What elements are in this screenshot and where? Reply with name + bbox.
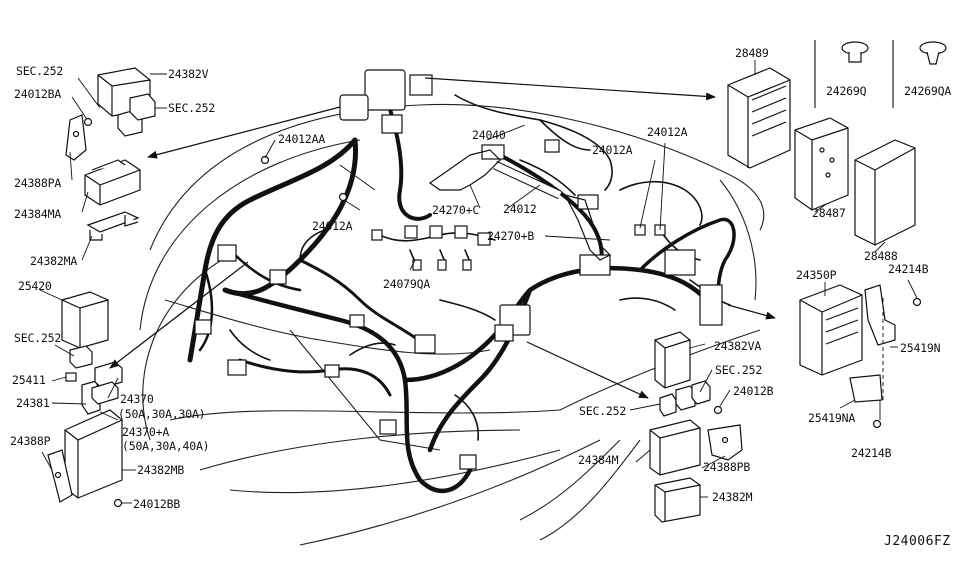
- label-24012bb: 24012BB: [133, 497, 181, 511]
- label-sec252-center-left: SEC.252: [579, 404, 627, 418]
- label-24214b-bottom: 24214B: [851, 446, 892, 460]
- label-24370a-amps: (50A,30A,40A): [122, 439, 210, 453]
- label-24384m: 24384M: [578, 453, 619, 467]
- label-24382mb: 24382MB: [137, 463, 185, 477]
- bolts: [260, 155, 348, 202]
- harness-connectors: [194, 69, 723, 470]
- right-components: [727, 41, 947, 429]
- label-24382va: 24382VA: [714, 339, 762, 353]
- label-24382ma: 24382MA: [30, 254, 78, 268]
- label-24270c: 24270+C: [432, 203, 480, 217]
- left-components: [47, 67, 156, 508]
- label-28487: 28487: [812, 206, 846, 220]
- label-24012a-right: 24012A: [592, 143, 633, 157]
- label-24350p: 24350P: [796, 268, 837, 282]
- label-24214b-top: 24214B: [888, 262, 929, 276]
- label-sec252-left-top: SEC.252: [16, 64, 64, 78]
- label-24012: 24012: [503, 202, 537, 216]
- label-25420: 25420: [18, 279, 52, 293]
- label-24381: 24381: [16, 396, 50, 410]
- label-28488: 28488: [864, 249, 898, 263]
- label-24012b: 24012B: [733, 384, 774, 398]
- label-24040: 24040: [472, 128, 506, 142]
- diagram-reference-code: J24006FZ: [884, 534, 951, 549]
- label-24012ba: 24012BA: [14, 87, 62, 101]
- label-24012aa: 24012AA: [278, 132, 326, 146]
- label-24012a-right-top: 24012A: [647, 125, 688, 139]
- label-24370a: 24370+A: [122, 425, 170, 439]
- label-24370-amps: (50A,30A,30A): [118, 407, 206, 421]
- label-24270b: 24270+B: [487, 229, 535, 243]
- label-25419n: 25419N: [900, 341, 941, 355]
- label-28489: 28489: [735, 46, 769, 60]
- label-sec252-left-low: SEC.252: [14, 331, 62, 345]
- callout-arrows: [109, 77, 776, 399]
- vehicle-body-outline: [139, 103, 765, 546]
- label-24012a-left: 24012A: [312, 219, 353, 233]
- label-sec252-center-right: SEC.252: [715, 363, 763, 377]
- label-24388pb: 24388PB: [703, 460, 751, 474]
- label-24384ma: 24384MA: [14, 207, 62, 221]
- label-sec252-left-mid: SEC.252: [168, 101, 216, 115]
- label-24388pa: 24388PA: [14, 176, 62, 190]
- label-25411: 25411: [12, 373, 46, 387]
- label-24388p: 24388P: [10, 434, 51, 448]
- secondary-wires: [229, 94, 731, 441]
- label-24269qa: 24269QA: [904, 84, 952, 98]
- label-24382m: 24382M: [712, 490, 753, 504]
- label-24382v: 24382V: [168, 67, 209, 81]
- clips-box: [814, 40, 894, 108]
- label-24079qa: 24079QA: [383, 277, 431, 291]
- label-24269q: 24269Q: [826, 84, 867, 98]
- label-25419na: 25419NA: [808, 411, 856, 425]
- center-components: [649, 331, 743, 523]
- label-24370: 24370: [120, 392, 154, 406]
- leader-lines: [39, 60, 918, 504]
